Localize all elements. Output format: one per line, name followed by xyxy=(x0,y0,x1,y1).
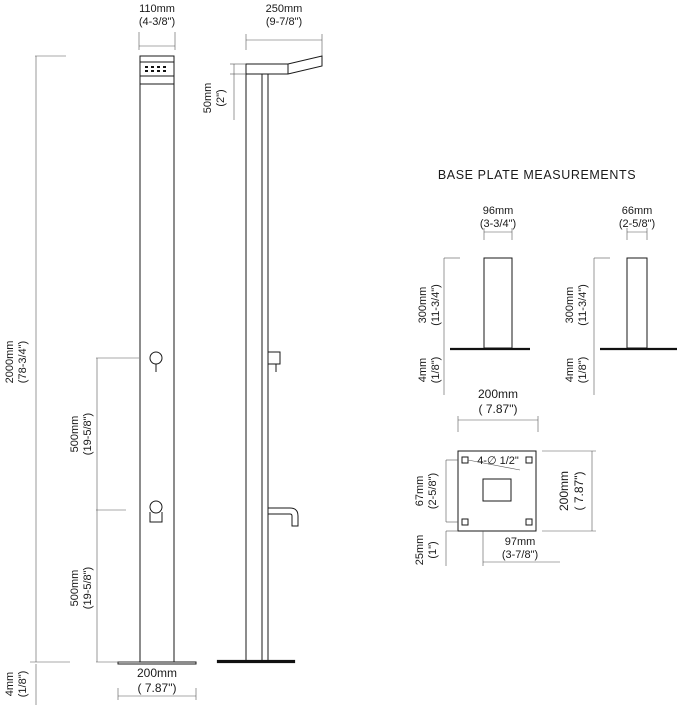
right-plate-in: (1/8") xyxy=(577,357,589,384)
front-column-head xyxy=(139,61,175,77)
lower-spacing-in: (19-5/8") xyxy=(82,567,94,609)
plate-height-in: ( 7.87") xyxy=(572,472,586,511)
right-plate-mm: 4mm xyxy=(564,358,576,382)
edge-offset-in: (1") xyxy=(427,541,439,558)
side-faucet-spout xyxy=(268,507,299,527)
plate-height-mm: 200mm xyxy=(557,471,571,511)
left-post-height-mm: 300mm xyxy=(417,287,429,324)
side-base-plate xyxy=(216,659,296,664)
left-post-width-in: (3-3/4") xyxy=(480,218,516,230)
plate-outline xyxy=(457,450,537,532)
plate-hole xyxy=(461,456,469,464)
holes-label: 4-∅ 1/2" xyxy=(477,455,519,467)
side-head-height-in: (2") xyxy=(215,89,227,106)
plate-hole xyxy=(525,518,533,526)
slot-offset-mm: 97mm xyxy=(505,536,536,548)
side-view: 250mm (9-7/8") 50mm (2") xyxy=(202,3,323,664)
right-post-height-in: (11-3/4") xyxy=(577,284,589,326)
base-plate-section: BASE PLATE MEASUREMENTS 96mm (3-3/4") 30… xyxy=(414,168,677,566)
front-base-width-in: ( 7.87") xyxy=(138,681,177,695)
base-plate-title: BASE PLATE MEASUREMENTS xyxy=(438,168,636,182)
plate-width-in: ( 7.87") xyxy=(479,402,518,416)
plate-width-mm: 200mm xyxy=(478,387,518,401)
hole-spacing-in: (2-5/8") xyxy=(427,473,439,509)
front-view: 110mm (4-3/8") 2000mm (78-3/4") 500mm (1… xyxy=(4,3,197,705)
lower-valve-knob xyxy=(149,500,163,514)
upper-spacing-in: (19-5/8") xyxy=(82,413,94,455)
right-post xyxy=(626,257,648,349)
front-base-plate xyxy=(117,661,197,665)
base-thickness-mm: 4mm xyxy=(4,672,16,696)
plate-hole xyxy=(525,456,533,464)
upper-spacing-mm: 500mm xyxy=(69,416,81,453)
side-head-width-in: (9-7/8") xyxy=(266,16,302,28)
front-base-width-mm: 200mm xyxy=(137,666,177,680)
lower-valve-body xyxy=(149,512,163,523)
front-top-width-in: (4-3/8") xyxy=(139,16,175,28)
front-top-width-mm: 110mm xyxy=(139,3,175,15)
slot-offset-in: (3-7/8") xyxy=(502,549,538,561)
holes-leader-line xyxy=(467,459,521,471)
left-post-width-mm: 96mm xyxy=(483,205,514,217)
side-head-width-mm: 250mm xyxy=(266,3,303,15)
side-head-height-mm: 50mm xyxy=(202,83,214,114)
edge-offset-mm: 25mm xyxy=(414,535,426,566)
left-plate-in: (1/8") xyxy=(430,357,442,384)
plate-center-slot xyxy=(482,478,512,502)
plate-hole xyxy=(461,518,469,526)
right-post-width-in: (2-5/8") xyxy=(619,218,655,230)
front-height-in: (78-3/4") xyxy=(17,341,29,383)
upper-valve-knob xyxy=(149,351,163,365)
lower-spacing-mm: 500mm xyxy=(69,570,81,607)
left-plate-mm: 4mm xyxy=(417,358,429,382)
base-thickness-in: (1/8") xyxy=(17,671,29,698)
spray-nozzles xyxy=(145,66,166,72)
left-post-height-in: (11-3/4") xyxy=(430,284,442,326)
shower-head-arm xyxy=(245,55,323,75)
left-post xyxy=(483,257,513,349)
right-post-height-mm: 300mm xyxy=(564,287,576,324)
side-column xyxy=(245,73,269,663)
hole-spacing-mm: 67mm xyxy=(414,476,426,507)
front-height-mm: 2000mm xyxy=(4,341,16,384)
side-upper-valve xyxy=(267,351,281,365)
front-column xyxy=(139,55,175,663)
right-post-width-mm: 66mm xyxy=(622,205,653,217)
